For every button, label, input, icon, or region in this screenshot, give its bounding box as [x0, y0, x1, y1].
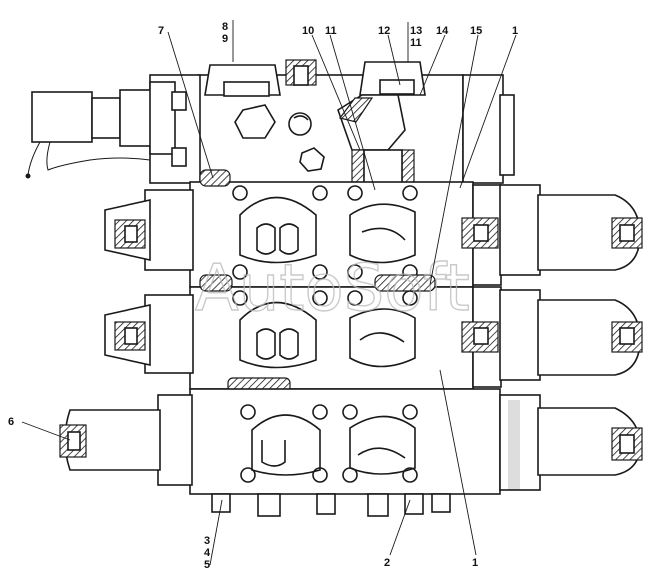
watermark: AutoSoft — [195, 252, 470, 326]
leader-lines — [21, 20, 517, 566]
label-9: 9 — [222, 33, 228, 45]
label-13: 13 — [410, 25, 422, 37]
label-1-bottom: 1 — [472, 557, 478, 569]
section-1 — [104, 169, 643, 288]
label-6: 6 — [8, 416, 14, 428]
solenoid — [25, 81, 187, 179]
label-2: 2 — [384, 557, 390, 569]
label-14: 14 — [436, 25, 449, 37]
label-11-secondary: 11 — [410, 37, 422, 49]
label-3: 3 — [204, 535, 210, 547]
label-8: 8 — [222, 21, 228, 33]
callout-labels: 8 9 7 10 11 12 13 11 14 15 1 6 3 4 5 2 1 — [8, 21, 518, 570]
label-5: 5 — [204, 559, 210, 570]
section-bottom — [59, 388, 643, 517]
label-10: 10 — [302, 25, 314, 37]
label-15: 15 — [470, 25, 482, 37]
label-7: 7 — [158, 25, 164, 37]
label-11: 11 — [325, 25, 337, 37]
top-housing — [149, 59, 515, 196]
label-12: 12 — [378, 25, 390, 37]
section-2 — [104, 264, 643, 393]
label-4: 4 — [204, 547, 211, 559]
label-1-top: 1 — [512, 25, 518, 37]
